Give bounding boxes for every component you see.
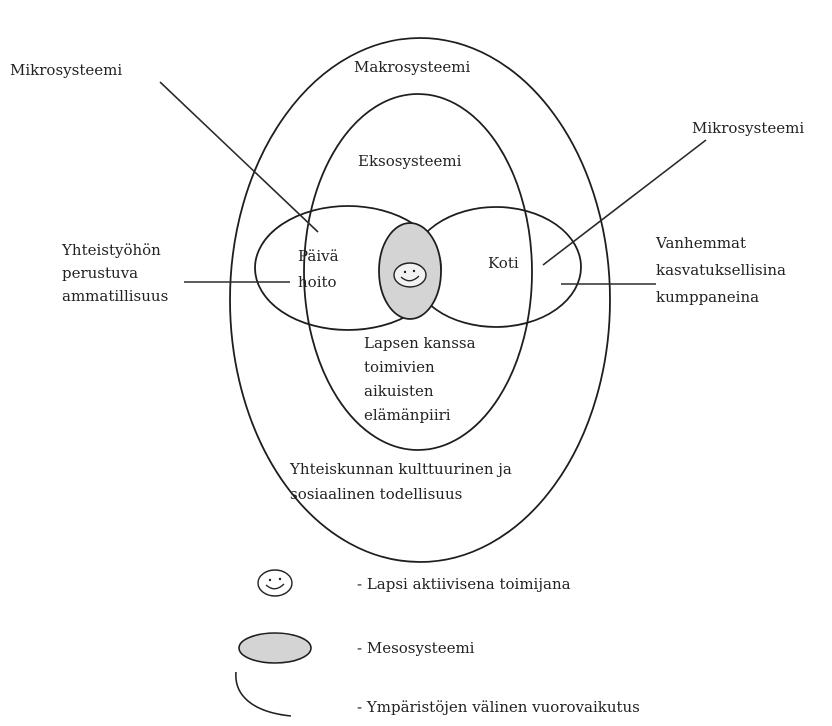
adults-life-label-4: elämänpiiri (364, 406, 451, 424)
society-label-2: sosiaalinen todellisuus (290, 485, 462, 503)
daycare-label-2: hoito (298, 273, 337, 291)
adults-life-label-3: aikuisten (364, 382, 434, 400)
adults-life-label-1: Lapsen kanssa (364, 334, 476, 352)
cooperation-label-3: ammatillisuus (62, 287, 168, 305)
legend-child-label: - Lapsi aktiivisena toimijana (357, 575, 571, 593)
daycare-label-1: Päivä (298, 247, 339, 265)
microsystem-right-label: Mikrosysteemi (692, 119, 804, 137)
mikro-left-pointer (159, 81, 319, 233)
macrosystem-label: Makrosysteemi (354, 58, 470, 76)
parents-label-3: kumppaneina (656, 288, 759, 306)
exosystem-label: Eksosysteemi (358, 152, 462, 170)
legend-curve-line-icon (235, 671, 292, 717)
adults-life-label-2: toimivien (364, 358, 435, 376)
parents-label-1: Vanhemmat (655, 234, 746, 252)
legend-interaction-label: - Ympäristöjen välinen vuorovaikutus (357, 698, 640, 716)
exosystem-ellipse (303, 93, 533, 451)
mikro-right-pointer (542, 139, 707, 266)
cooperation-label-2: perustuva (62, 264, 138, 282)
smiley-icon (393, 262, 427, 288)
legend-smiley-icon (257, 569, 293, 597)
cooperation-label-1: Yhteistyöhön (61, 241, 161, 259)
microsystem-left-label: Mikrosysteemi (10, 61, 122, 79)
macrosystem-ellipse (229, 37, 611, 563)
legend-mesosystem-swatch (238, 632, 312, 664)
legend-meso-label: - Mesosysteemi (357, 639, 475, 657)
home-label: Koti (488, 254, 519, 272)
parents-label-2: kasvatuksellisina (656, 261, 786, 279)
legend: - Lapsi aktiivisena toimijana - Mesosyst… (235, 569, 640, 717)
society-label-1: Yhteiskunnan kulttuurinen ja (289, 460, 512, 478)
